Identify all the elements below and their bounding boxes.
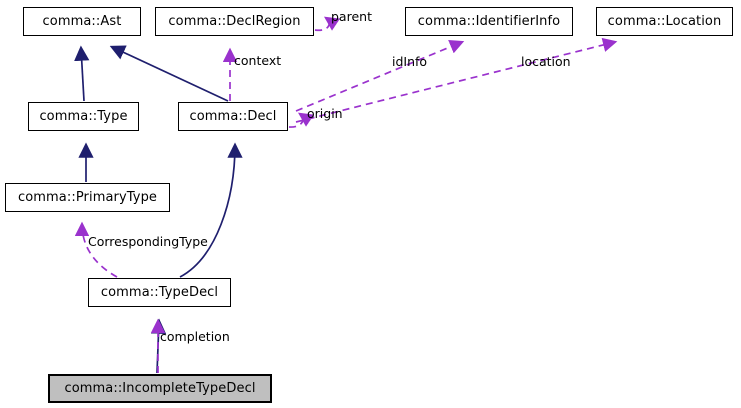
class-node-label: comma::Ast — [42, 14, 122, 29]
edge-label-idinfo: idInfo — [392, 54, 428, 69]
edge-label-context: context — [234, 53, 282, 68]
class-node-comma-type[interactable]: comma::Type — [28, 102, 139, 131]
edge-decl-location-location — [295, 37, 618, 123]
edge-decl-origin-self — [288, 112, 315, 128]
class-node-label: comma::DeclRegion — [168, 14, 301, 29]
class-node-comma-ast[interactable]: comma::Ast — [23, 7, 141, 36]
edge-label-origin: origin — [307, 106, 343, 121]
edge-label-completion: completion — [160, 329, 230, 344]
class-node-label: comma::Type — [39, 109, 128, 124]
edge-label-correspondingtype: CorrespondingType — [88, 234, 208, 249]
edge-label-location: location — [521, 54, 571, 69]
class-node-comma-primarytype[interactable]: comma::PrimaryType — [5, 183, 170, 212]
edge-declregion-parent-self — [314, 16, 341, 32]
class-node-comma-decl[interactable]: comma::Decl — [178, 102, 288, 131]
class-node-comma-declregion[interactable]: comma::DeclRegion — [155, 7, 314, 36]
edge-typedecl-to-decl — [179, 142, 243, 278]
edge-decl-idinfo-identifierinfo — [295, 39, 465, 112]
edge-label-parent: parent — [331, 9, 372, 24]
class-node-label: comma::PrimaryType — [17, 190, 158, 205]
class-node-comma-identifierinfo[interactable]: comma::IdentifierInfo — [405, 7, 573, 36]
class-node-label: comma::IncompleteTypeDecl — [64, 381, 256, 396]
edge-typedecl-correspondingtype-primarytype — [74, 221, 118, 278]
class-node-comma-typedecl[interactable]: comma::TypeDecl — [88, 278, 231, 307]
class-node-comma-incompletetypedecl[interactable]: comma::IncompleteTypeDecl — [48, 374, 272, 403]
edge-type-to-ast — [74, 45, 90, 102]
edge-decl-to-ast — [109, 45, 229, 102]
class-node-comma-location[interactable]: comma::Location — [596, 7, 733, 36]
class-node-label: comma::IdentifierInfo — [417, 14, 561, 29]
class-node-label: comma::Location — [607, 14, 722, 29]
class-node-label: comma::Decl — [189, 109, 277, 124]
class-node-label: comma::TypeDecl — [100, 285, 219, 300]
